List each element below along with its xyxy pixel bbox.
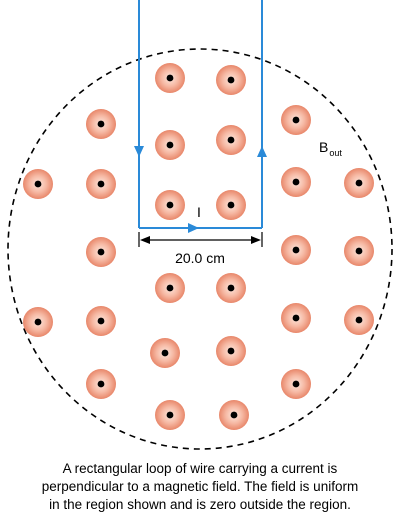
- field-out-of-page-icon: [281, 105, 311, 135]
- field-out-of-page-icon: [86, 169, 116, 199]
- field-out-of-page-icon: [86, 306, 116, 336]
- field-out-of-page-icon: [344, 168, 374, 198]
- field-out-of-page-icon: [216, 125, 246, 155]
- dimension-arrow-right-icon: [251, 236, 261, 244]
- field-symbols: [23, 63, 374, 430]
- field-out-of-page-icon: [150, 338, 180, 368]
- field-out-of-page-icon: [281, 235, 311, 265]
- current-arrow-right-icon: [188, 223, 199, 233]
- field-out-of-page-icon: [344, 305, 374, 335]
- width-label: 20.0 cm: [175, 250, 225, 266]
- current-arrow-up-icon: [257, 146, 267, 157]
- field-out-of-page-icon: [86, 237, 116, 267]
- field-out-of-page-icon: [281, 167, 311, 197]
- field-label-sub: out: [329, 148, 342, 158]
- field-out-of-page-icon: [155, 190, 185, 220]
- current-arrow-down-icon: [134, 146, 144, 157]
- field-out-of-page-icon: [23, 307, 53, 337]
- field-out-of-page-icon: [155, 63, 185, 93]
- field-out-of-page-icon: [86, 369, 116, 399]
- figure: I 20.0 cm Bout: [7, 0, 393, 450]
- field-out-of-page-icon: [216, 190, 246, 220]
- field-out-of-page-icon: [155, 130, 185, 160]
- field-out-of-page-icon: [216, 65, 246, 95]
- field-out-of-page-icon: [155, 273, 185, 303]
- field-out-of-page-icon: [23, 169, 53, 199]
- wire-loop: [138, 0, 263, 229]
- caption-line-2: perpendicular to a magnetic field. The f…: [41, 479, 359, 494]
- width-dimension: [138, 232, 263, 247]
- field-out-of-page-icon: [219, 400, 249, 430]
- field-out-of-page-icon: [281, 303, 311, 333]
- dimension-arrow-left-icon: [140, 236, 150, 244]
- caption: A rectangular loop of wire carrying a cu…: [0, 460, 400, 514]
- caption-line-1: A rectangular loop of wire carrying a cu…: [62, 461, 338, 476]
- field-out-of-page-icon: [86, 109, 116, 139]
- field-out-of-page-icon: [216, 273, 246, 303]
- caption-line-3: in the region shown and is zero outside …: [49, 497, 351, 512]
- field-label: Bout: [319, 139, 342, 158]
- field-out-of-page-icon: [344, 236, 374, 266]
- field-out-of-page-icon: [216, 336, 246, 366]
- field-out-of-page-icon: [281, 369, 311, 399]
- field-region-boundary: [7, 48, 393, 450]
- field-out-of-page-icon: [155, 400, 185, 430]
- current-label: I: [197, 204, 201, 220]
- field-label-main: B: [319, 139, 328, 155]
